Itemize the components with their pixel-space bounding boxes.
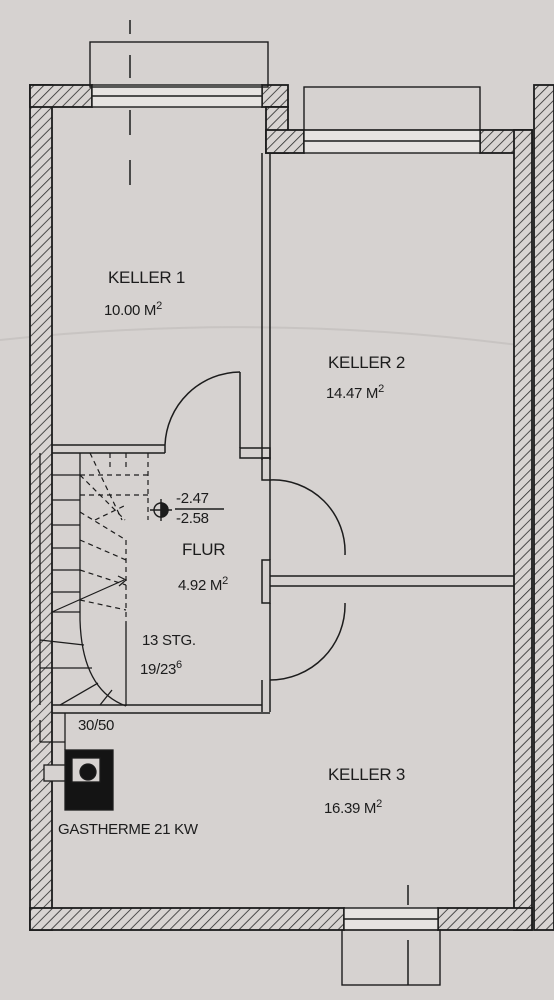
chimney-size: 30/50 (78, 717, 115, 734)
room-area: 14.47 M2 (326, 383, 384, 402)
stair-arrow (51, 575, 128, 613)
exterior-walls (29, 84, 554, 931)
stairs-ratio: 19/236 (140, 659, 182, 678)
boiler-label: GASTHERME 21 KW (58, 821, 198, 838)
level-bottom: -2.58 (176, 510, 209, 527)
axis-lines (129, 20, 409, 985)
chimney (39, 713, 114, 811)
room-name: KELLER 2 (328, 353, 405, 372)
stair-upper-dashed (79, 452, 149, 622)
staircase (39, 453, 127, 707)
room-name: KELLER 1 (108, 268, 185, 287)
stairs-steps: 13 STG. (142, 632, 196, 649)
interior-walls (52, 153, 514, 714)
room-area: 4.92 M2 (178, 575, 228, 594)
doors (164, 371, 346, 681)
room-area: 16.39 M2 (324, 798, 382, 817)
level-marker (150, 499, 224, 521)
room-area: 10.00 M2 (104, 300, 162, 319)
room-name: FLUR (182, 540, 226, 559)
room-name: KELLER 3 (328, 765, 405, 784)
windows (89, 41, 481, 986)
level-top: -2.47 (176, 490, 209, 507)
paper-folds (0, 326, 554, 351)
